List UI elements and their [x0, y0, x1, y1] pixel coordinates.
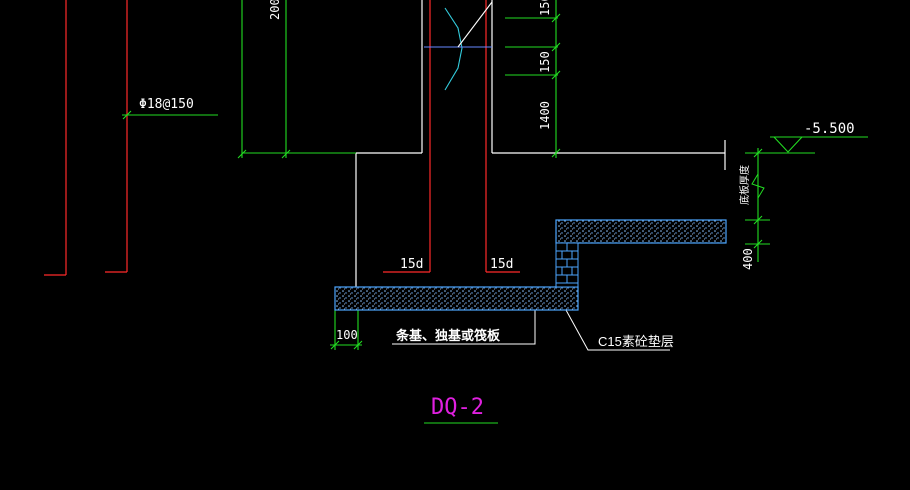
cushion-pad-lower: [334, 286, 579, 311]
anchor-label-right: 15d: [490, 257, 513, 272]
cushion-label: C15素砼垫层: [598, 334, 674, 349]
dim-200: 200: [268, 0, 282, 20]
elevation-label: -5.500: [804, 121, 855, 137]
dim-100: 100: [336, 328, 358, 342]
dim-150-top: 150: [538, 0, 552, 16]
rebar-lines: [44, 0, 520, 276]
diagonal-line: [457, 1, 493, 48]
dim-400: 400: [741, 248, 755, 270]
brick-wall: [555, 242, 579, 288]
anchor-label-left: 15d: [400, 257, 423, 272]
dim-1400: 1400: [538, 101, 552, 130]
waterstop-detail: [424, 7, 492, 91]
dim-150: 150: [538, 51, 552, 73]
cushion-pad-upper: [555, 219, 727, 244]
depth-note: 底板厚度: [738, 165, 751, 205]
dimension-lines: [122, 0, 868, 424]
rebar-label: Φ18@150: [139, 97, 194, 112]
concrete-outline: [355, 0, 726, 287]
foundation-label: 条基、独基或筏板: [396, 328, 501, 343]
drawing-title: DQ-2: [431, 395, 484, 420]
